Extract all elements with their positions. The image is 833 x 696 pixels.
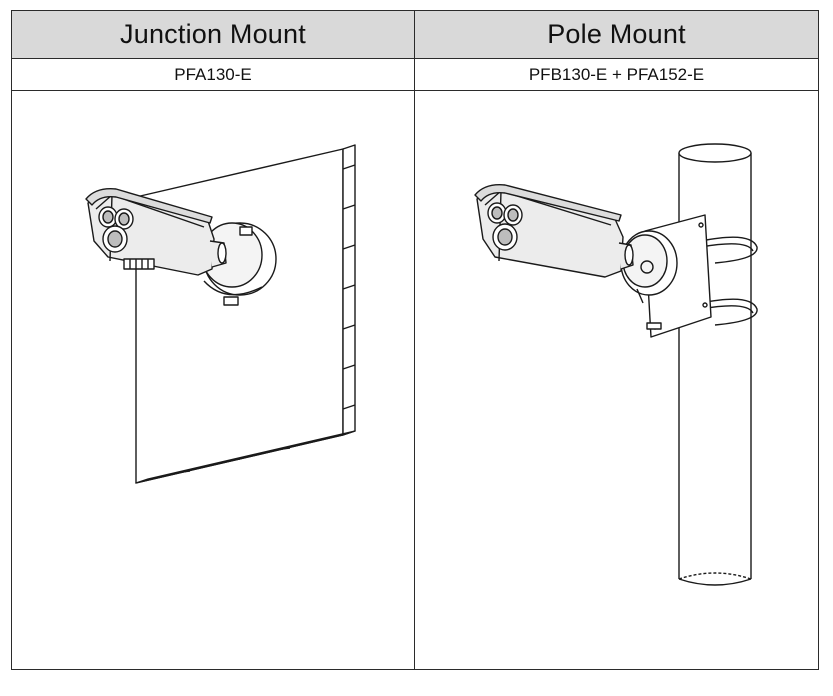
pole-mount-illustration bbox=[414, 90, 819, 670]
illustration-row bbox=[11, 90, 819, 670]
junction-mount-model: PFA130-E bbox=[11, 58, 415, 91]
junction-box bbox=[620, 230, 678, 304]
pole-mount-drawing bbox=[474, 143, 758, 586]
pole-mount-model: PFB130-E + PFA152-E bbox=[414, 58, 819, 91]
mount-table: Junction Mount Pole Mount PFA130-E PFB13… bbox=[11, 10, 819, 670]
pole-mount-heading: Pole Mount bbox=[414, 10, 819, 59]
bullet-camera bbox=[474, 184, 634, 278]
header-row: Junction Mount Pole Mount bbox=[11, 10, 819, 59]
junction-mount-illustration bbox=[11, 90, 415, 670]
pole bbox=[678, 143, 752, 586]
junction-mount-drawing bbox=[85, 144, 356, 484]
bullet-camera bbox=[85, 188, 227, 276]
junction-mount-heading: Junction Mount bbox=[11, 10, 415, 59]
wall-panel bbox=[135, 144, 356, 484]
model-row: PFA130-E PFB130-E + PFA152-E bbox=[11, 58, 819, 91]
